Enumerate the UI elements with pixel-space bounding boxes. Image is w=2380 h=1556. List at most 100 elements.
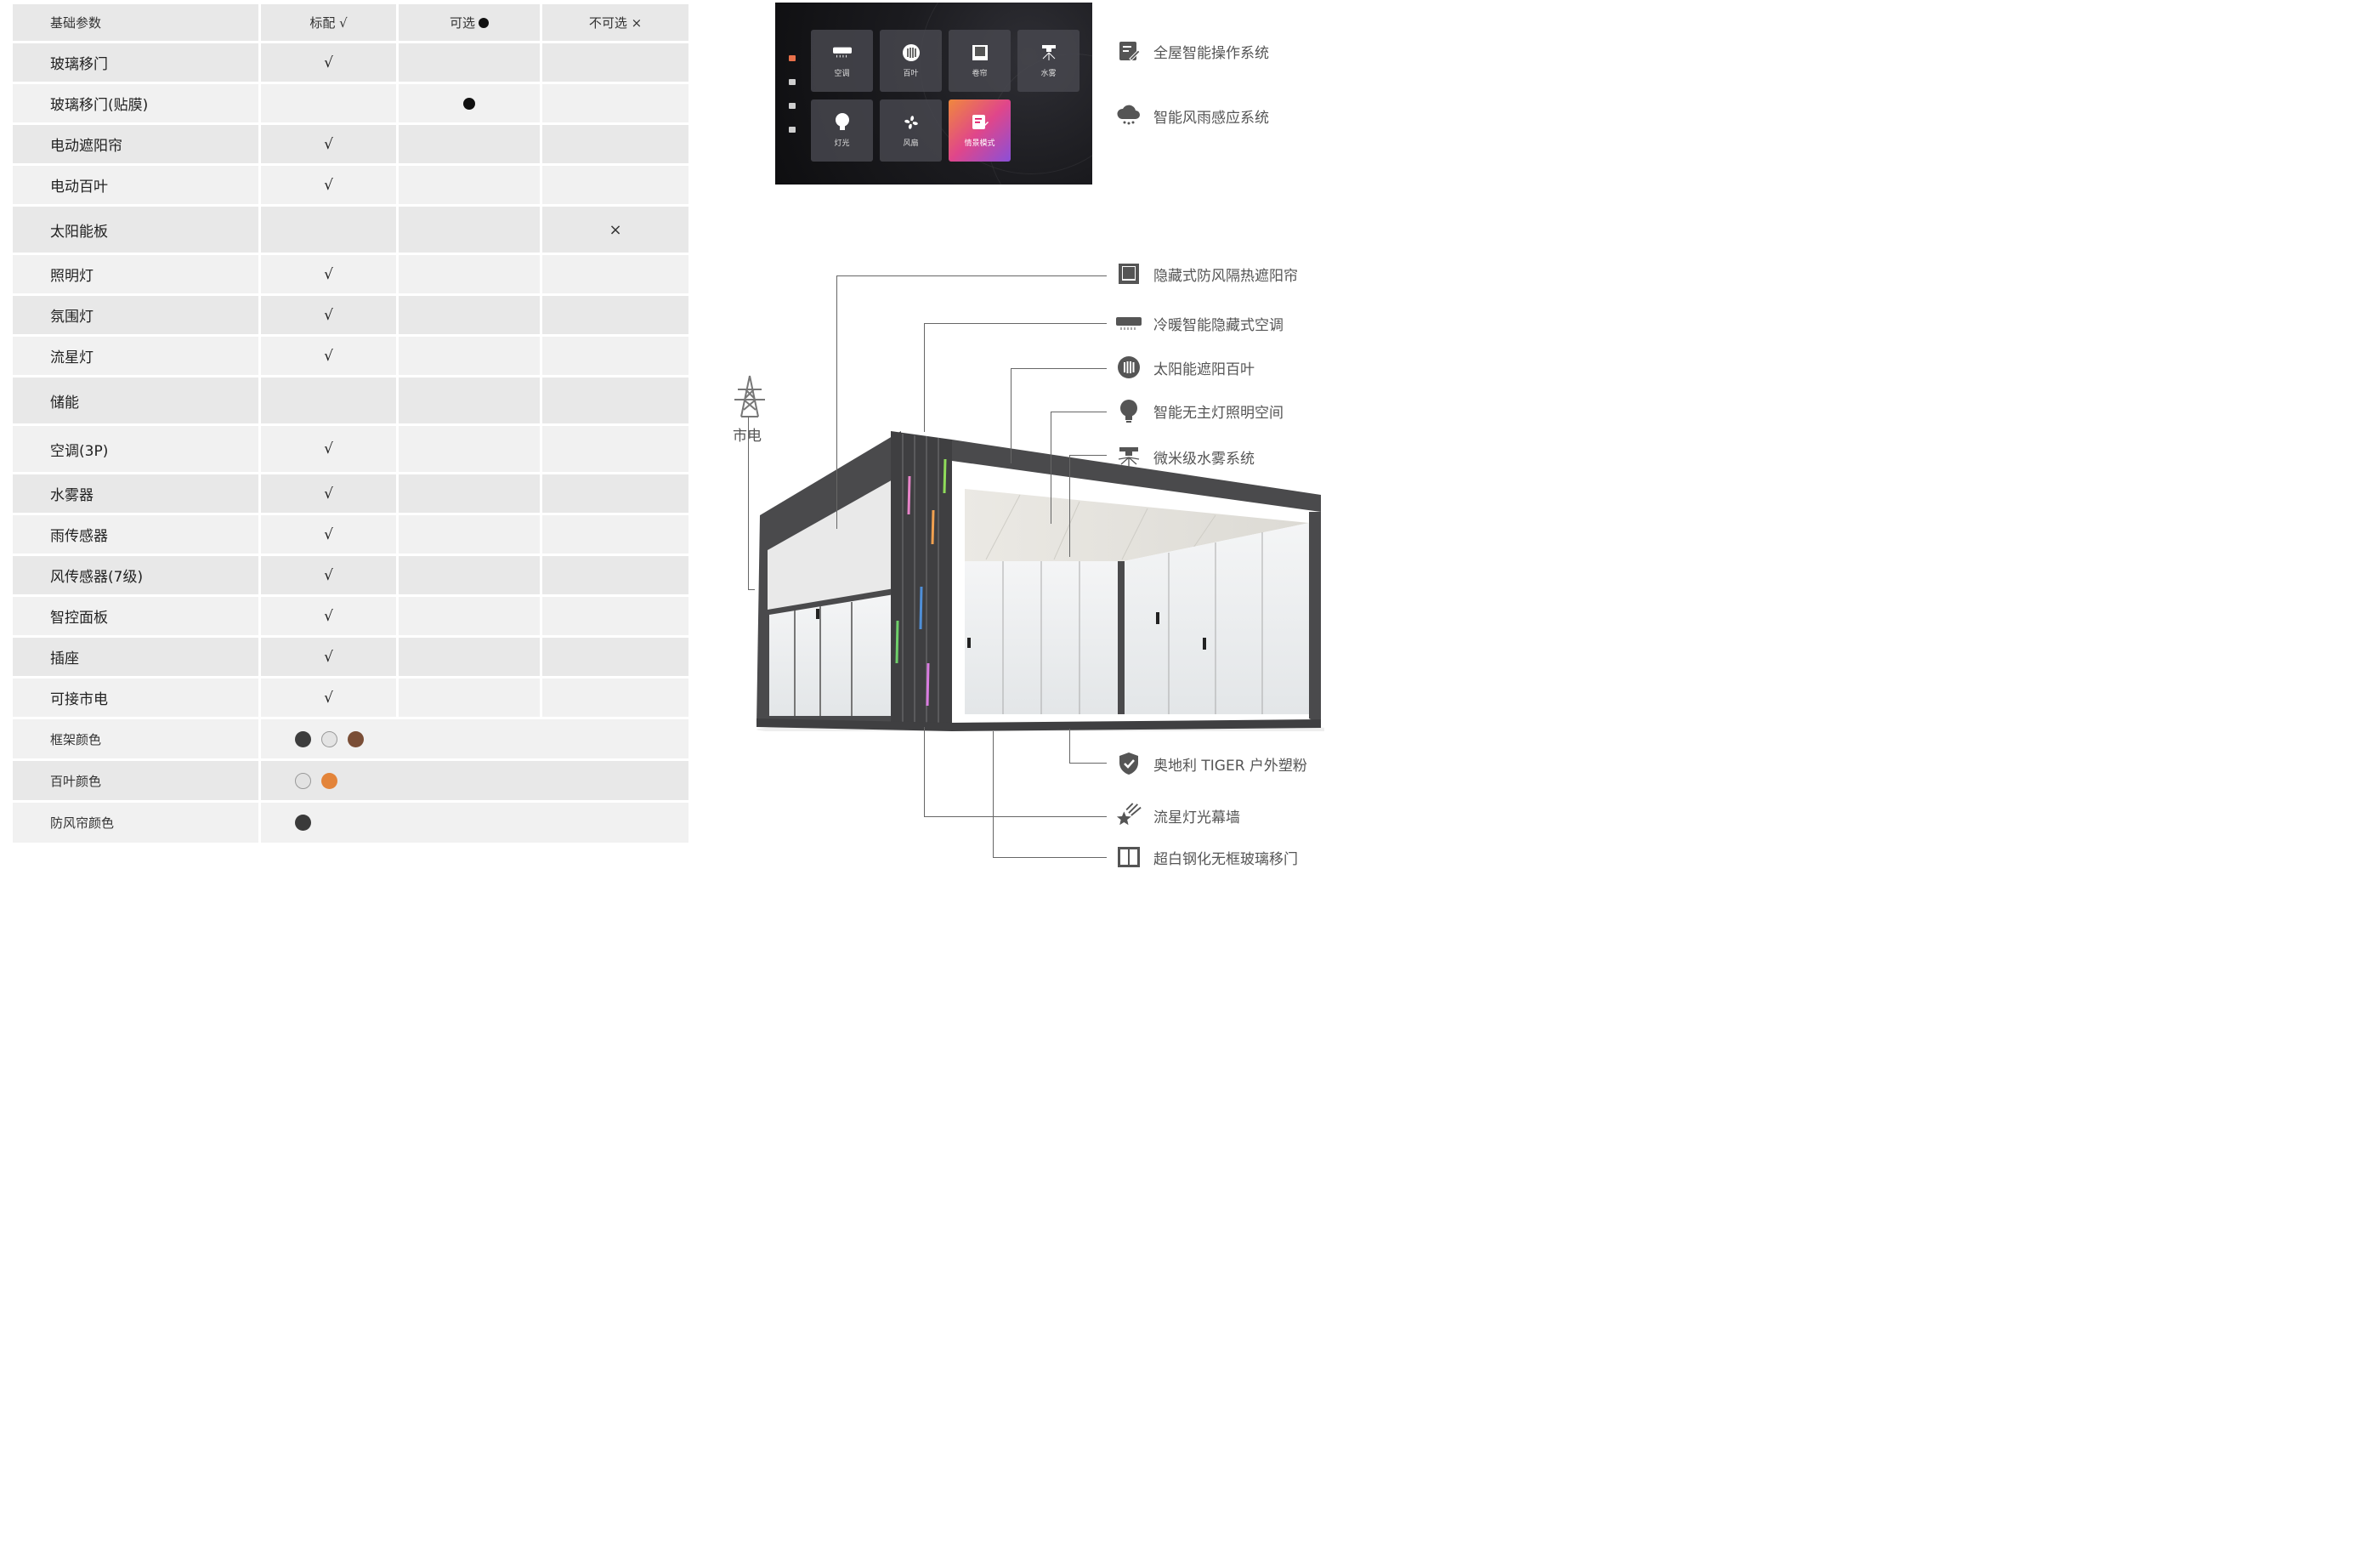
optional-cell [399, 474, 542, 513]
row-label: 电动百叶 [50, 179, 108, 196]
not-optional-cell [542, 556, 688, 594]
optional-cell [399, 426, 542, 472]
feature-callout: 全屋智能操作系统 [1116, 39, 1269, 63]
standard-cell: √ [261, 255, 399, 293]
not-optional-cell [542, 515, 688, 554]
row-label: 智控面板 [50, 610, 108, 627]
check-mark: √ [324, 485, 333, 503]
pergola-illustration [756, 431, 1324, 731]
control-panel-screenshot: 空调百叶卷帘水雾灯光风扇情景模式 [775, 3, 1092, 185]
row-label: 氛围灯 [50, 309, 94, 326]
mist-icon [1040, 43, 1058, 62]
not-optional-cell [542, 43, 688, 82]
color-swatch [295, 730, 311, 747]
color-swatch [321, 772, 337, 789]
louver-icon [1116, 355, 1142, 379]
table-row: 玻璃移门(贴膜) [13, 84, 688, 125]
rain-cloud-icon [1116, 104, 1142, 128]
panel-tile-bulb: 灯光 [811, 99, 873, 162]
feature-label: 流星灯光幕墙 [1153, 809, 1240, 826]
optional-cell [399, 679, 542, 717]
row-label: 储能 [50, 394, 79, 412]
bulb-icon [833, 113, 852, 132]
table-row: 照明灯 √ [13, 255, 688, 296]
param-name-cell: 电动遮阳帘 [13, 125, 261, 163]
param-name-cell: 储能 [13, 378, 261, 423]
panel-tile-label: 灯光 [834, 139, 850, 148]
table-row: 玻璃移门 √ [13, 43, 688, 84]
blind-icon [1116, 262, 1142, 286]
louver-icon [902, 43, 921, 62]
table-row: 储能 [13, 378, 688, 426]
param-name-cell: 氛围灯 [13, 296, 261, 334]
check-mark: √ [324, 306, 333, 324]
standard-cell [261, 84, 399, 122]
color-swatch [348, 730, 364, 747]
book-icon [789, 103, 796, 109]
param-name-cell: 插座 [13, 638, 261, 676]
row-label: 照明灯 [50, 268, 94, 285]
not-optional-cell: × [542, 207, 688, 253]
feature-callout: 智能无主灯照明空间 [1116, 399, 1284, 423]
param-name-cell: 电动百叶 [13, 166, 261, 204]
check-mark: √ [324, 440, 333, 457]
panel-tile-fan: 风扇 [880, 99, 942, 162]
table-body: 玻璃移门 √ 玻璃移门(贴膜)电动遮阳帘 √ 电动百叶 √ 太阳能板 × 照明灯 √ 氛围灯 √ 流星灯… [13, 43, 688, 845]
panel-tile-label: 风扇 [903, 139, 919, 148]
color-swatch [295, 772, 311, 789]
color-row: 防风帘颜色 [13, 803, 688, 845]
spec-table: 基础参数 标配 √ 可选 不可选 × 玻璃移门√玻璃移门(贴膜)电动遮阳帘√电动… [13, 4, 688, 845]
table-row: 空调(3P)√ [13, 426, 688, 474]
row-label: 风传感器(7级) [50, 569, 144, 586]
not-optional-cell [542, 84, 688, 122]
air-conditioner-icon [832, 43, 852, 62]
check-mark: √ [324, 54, 333, 71]
standard-cell: √ [261, 556, 399, 594]
check-mark: √ [324, 648, 333, 666]
feature-callout: 微米级水雾系统 [1116, 445, 1255, 469]
not-optional-cell [542, 166, 688, 204]
filled-dot-icon [463, 97, 475, 110]
param-name-cell: 玻璃移门(贴膜) [13, 84, 261, 122]
table-row: 可接市电√ [13, 679, 688, 719]
param-name-cell: 照明灯 [13, 255, 261, 293]
check-mark: √ [324, 176, 333, 194]
standard-cell: √ [261, 426, 399, 472]
not-optional-cell [542, 474, 688, 513]
standard-cell: √ [261, 679, 399, 717]
param-name-cell: 玻璃移门 [13, 43, 261, 82]
param-name-cell: 水雾器 [13, 474, 261, 513]
feature-callout: 隐藏式防风隔热遮阳帘 [1116, 262, 1298, 286]
table-row: 氛围灯 √ [13, 296, 688, 337]
panel-tile-label: 卷帘 [972, 70, 988, 78]
param-name-cell: 防风帘颜色 [13, 803, 261, 843]
check-mark: √ [324, 347, 333, 365]
feature-callout: 流星灯光幕墙 [1116, 803, 1240, 827]
check-mark: √ [324, 607, 333, 625]
feature-label: 智能风雨感应系统 [1153, 109, 1269, 127]
feature-label: 超白钢化无框玻璃移门 [1153, 850, 1298, 868]
standard-cell: √ [261, 515, 399, 554]
feature-label: 微米级水雾系统 [1153, 450, 1255, 468]
scene-icon [971, 113, 989, 132]
feature-callout: 太阳能遮阳百叶 [1116, 355, 1255, 379]
battery-icon [789, 127, 796, 133]
feature-label: 全屋智能操作系统 [1153, 44, 1269, 62]
table-row: 风传感器(7级) √ [13, 556, 688, 597]
table-row: 智控面板 √ [13, 597, 688, 638]
sliding-door-icon [1116, 845, 1142, 869]
optional-cell [399, 207, 542, 253]
not-optional-cell [542, 125, 688, 163]
filled-dot-icon [479, 17, 489, 28]
not-optional-cell [542, 255, 688, 293]
param-name-cell: 流星灯 [13, 337, 261, 375]
row-label: 水雾器 [50, 487, 94, 504]
color-row: 百叶颜色 [13, 761, 688, 803]
edit-icon [1116, 39, 1142, 63]
header-not-optional: 不可选 × [542, 4, 688, 41]
panel-tile-scene: 情景模式 [949, 99, 1011, 162]
row-label: 太阳能板 [50, 223, 108, 241]
standard-cell: √ [261, 638, 399, 676]
table-row: 太阳能板 × [13, 207, 688, 255]
panel-tile-roller-blind: 卷帘 [949, 30, 1011, 92]
